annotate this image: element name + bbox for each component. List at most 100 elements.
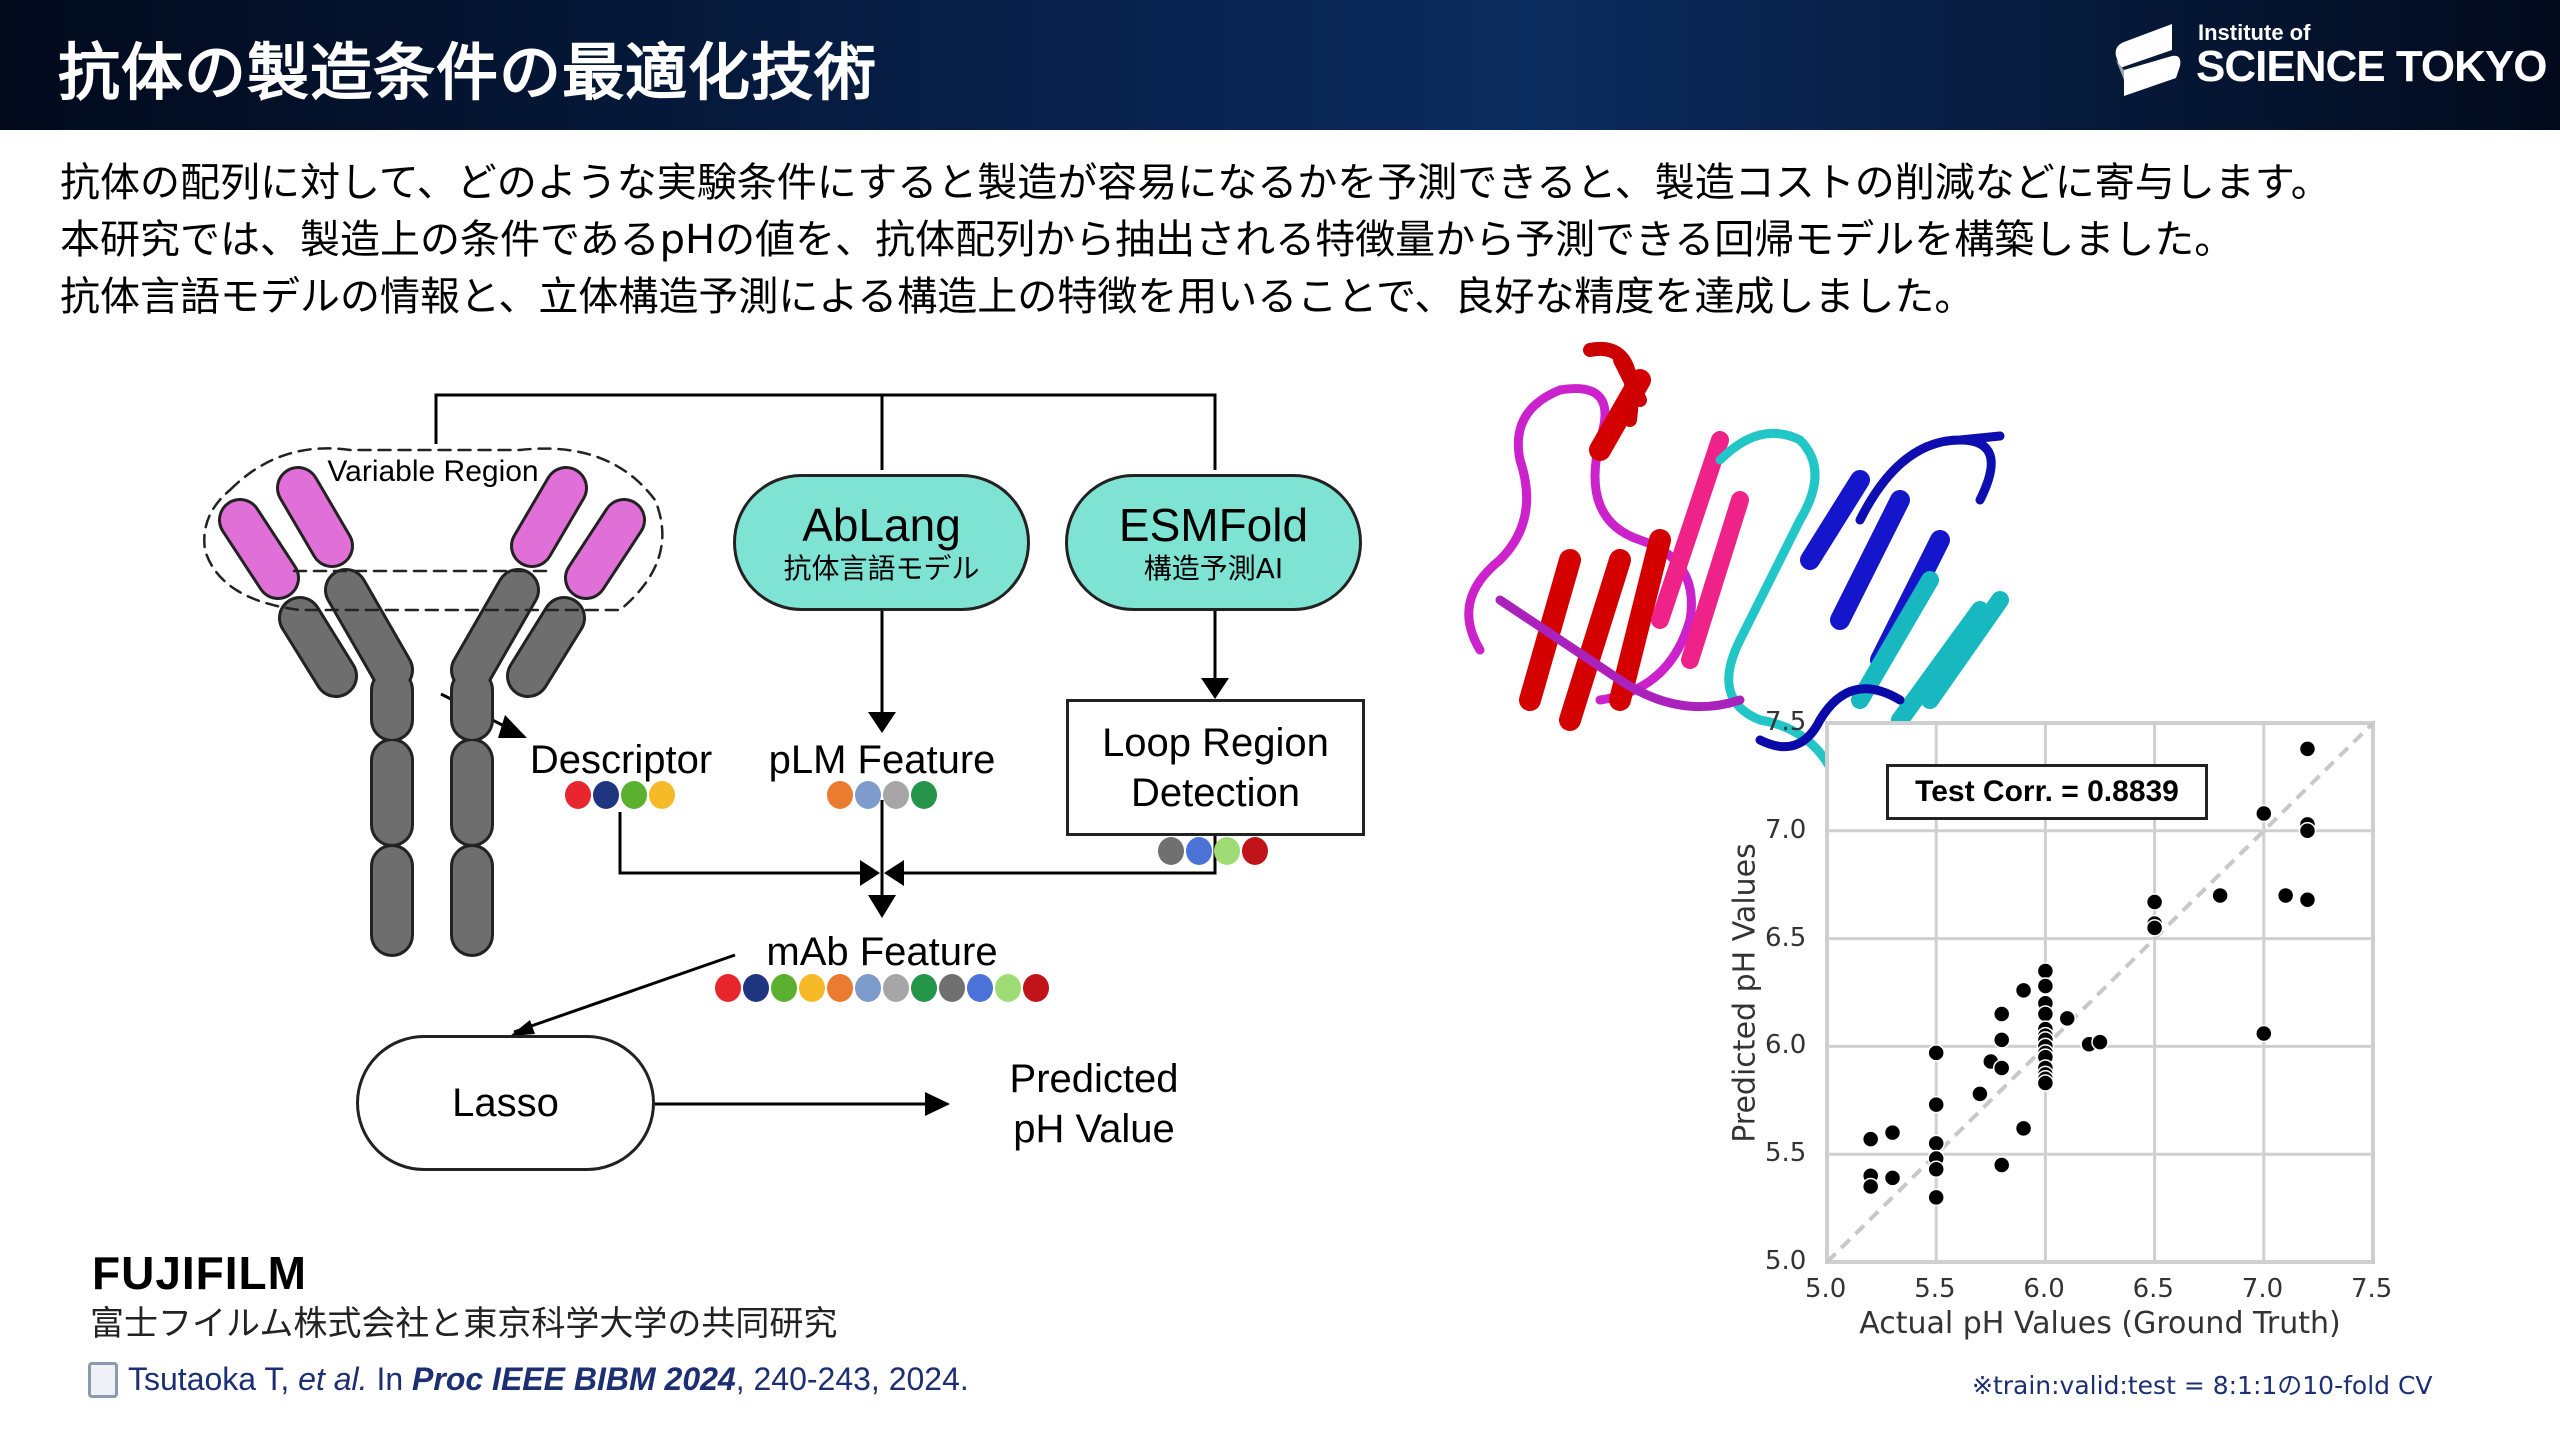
- plm-dot: [883, 781, 909, 809]
- esmfold-subtitle: 構造予測AI: [1143, 552, 1284, 585]
- plm-dot: [855, 781, 881, 809]
- y-tick-label: 6.0: [1765, 1030, 1807, 1061]
- data-point: [2014, 1119, 2033, 1138]
- page-title: 抗体の製造条件の最適化技術: [58, 36, 878, 109]
- y-tick-label: 5.0: [1765, 1246, 1807, 1276]
- predicted-line-2: pH Value: [1013, 1107, 1175, 1151]
- intro-line-3: 抗体言語モデルの情報と、立体構造予測による構造上の特徴を用いることで、良好な精度…: [60, 274, 1975, 320]
- data-point: [2145, 919, 2164, 937]
- data-point: [1927, 1160, 1945, 1179]
- reference-line: [1825, 721, 2375, 1264]
- data-point: [2298, 740, 2317, 758]
- data-point: [2276, 886, 2295, 905]
- mab-dot: [883, 974, 909, 1002]
- loop-region-detection-node: Loop Region Detection: [1066, 699, 1365, 836]
- data-point: [2036, 962, 2055, 980]
- x-tick-label: 5.0: [1805, 1274, 1847, 1304]
- data-point: [1883, 1123, 1902, 1142]
- descriptor-dot: [565, 781, 591, 809]
- y-tick-label: 7.0: [1765, 814, 1807, 845]
- mab-dot: [743, 974, 769, 1002]
- mab-feature-label: mAb Feature: [766, 930, 998, 974]
- data-point: [2255, 804, 2273, 823]
- data-point: [2036, 977, 2055, 995]
- plm-dot: [911, 781, 937, 809]
- x-tick-label: 6.0: [2023, 1274, 2065, 1304]
- data-point: [2058, 1009, 2076, 1028]
- intro-line-1: 抗体の配列に対して、どのような実験条件にすると製造が容易になるかを予測できると、…: [60, 160, 2331, 206]
- x-tick-label: 7.5: [2351, 1274, 2393, 1304]
- citation-venue: Proc IEEE BIBM 2024: [412, 1361, 736, 1397]
- ablang-subtitle: 抗体言語モデル: [783, 552, 980, 585]
- mab-dot: [1023, 974, 1049, 1002]
- data-point: [2298, 891, 2317, 909]
- descriptor-feature-dots: [565, 781, 675, 809]
- data-point: [1992, 1005, 2011, 1023]
- plm-feature-dots: [827, 781, 937, 809]
- y-tick-label: 5.5: [1765, 1138, 1807, 1169]
- x-tick-label: 5.5: [1914, 1274, 1956, 1304]
- mab-dot: [995, 974, 1021, 1002]
- data-point: [1927, 1044, 1945, 1062]
- mab-dot: [911, 974, 937, 1002]
- predicted-line-1: Predicted: [1009, 1057, 1179, 1101]
- logo-institute-text: Institute of: [2198, 20, 2311, 45]
- plm-feature-label: pLM Feature: [768, 738, 996, 782]
- citation-in: In: [367, 1361, 413, 1397]
- mab-dot: [715, 974, 741, 1002]
- collaboration-text: 富士フイルム株式会社と東京科学大学の共同研究: [90, 1304, 838, 1344]
- test-corr-annotation: Test Corr. = 0.8839: [1886, 764, 2208, 820]
- data-point: [1992, 1031, 2011, 1049]
- document-icon: [88, 1362, 118, 1398]
- logo-name-text: SCIENCE TOKYO: [2196, 42, 2547, 91]
- data-point: [2036, 1005, 2055, 1023]
- descriptor-dot: [649, 781, 675, 809]
- descriptor-dot: [621, 781, 647, 809]
- data-point: [1883, 1169, 1902, 1187]
- descriptor-label: Descriptor: [529, 738, 713, 782]
- y-tick-label: 6.5: [1765, 922, 1807, 953]
- citation[interactable]: Tsutaoka T, et al. In Proc IEEE BIBM 202…: [128, 1361, 969, 1398]
- lasso-node: Lasso: [356, 1035, 655, 1171]
- data-point: [2145, 893, 2164, 911]
- data-point: [1971, 1085, 1989, 1103]
- loop-region-line-2: Detection: [1131, 771, 1300, 815]
- data-point: [2014, 981, 2033, 1000]
- esmfold-node: ESMFold 構造予測AI: [1065, 474, 1362, 611]
- descriptor-dot: [593, 781, 619, 809]
- loop-region-line-1: Loop Region: [1102, 721, 1329, 765]
- mab-feature-dots: [715, 974, 1049, 1002]
- header-bar: [0, 0, 2560, 130]
- data-point: [1927, 1095, 1945, 1114]
- loop-feature-dots: [1158, 837, 1268, 865]
- loop-dot: [1158, 837, 1184, 865]
- science-tokyo-logo-icon: [2115, 24, 2181, 96]
- x-axis-label: Actual pH Values (Ground Truth): [1859, 1306, 2341, 1341]
- mab-dot: [799, 974, 825, 1002]
- lasso-label: Lasso: [452, 1081, 559, 1125]
- data-point: [2255, 1024, 2273, 1043]
- mab-dot: [939, 974, 965, 1002]
- data-point: [2091, 1033, 2109, 1051]
- data-point: [1927, 1188, 1945, 1207]
- mab-dot: [855, 974, 881, 1002]
- loop-dot: [1214, 837, 1240, 865]
- intro-line-2: 本研究では、製造上の条件であるpHの値を、抗体配列から抽出される特徴量から予測で…: [60, 217, 2235, 263]
- data-point: [1992, 1059, 2011, 1077]
- mab-dot: [967, 974, 993, 1002]
- plm-dot: [827, 781, 853, 809]
- predicted-ph-label: Predicted pH Value: [1010, 1054, 1179, 1154]
- mab-dot: [771, 974, 797, 1002]
- data-point: [1861, 1130, 1880, 1148]
- data-point: [2211, 886, 2229, 905]
- data-point: [2036, 1074, 2055, 1092]
- cv-footnote: ※train:valid:test = 8:1:1の10-fold CV: [1972, 1371, 2433, 1400]
- y-tick-label: 7.5: [1765, 707, 1807, 737]
- esmfold-name: ESMFold: [1118, 499, 1309, 551]
- ablang-name: AbLang: [802, 499, 961, 551]
- connector-lines: [434, 393, 1217, 1106]
- x-tick-label: 7.0: [2241, 1274, 2284, 1304]
- data-point: [1861, 1177, 1880, 1196]
